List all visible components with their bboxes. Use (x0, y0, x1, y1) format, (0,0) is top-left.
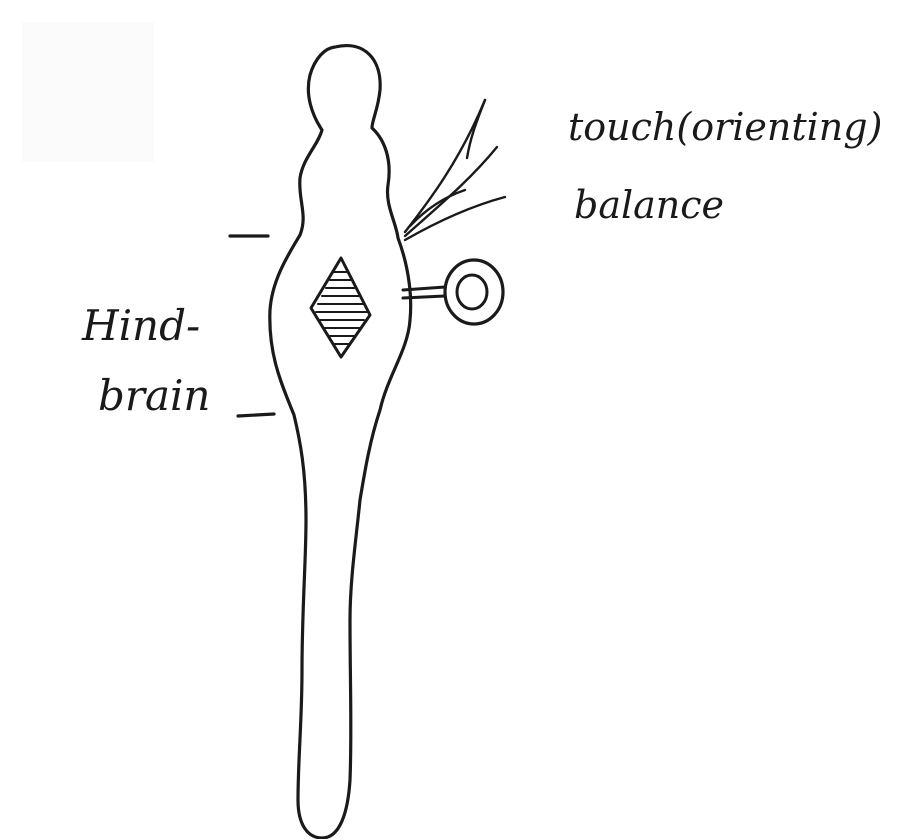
ear-outer-circle (445, 260, 503, 324)
ear-inner-circle (457, 275, 487, 309)
label-balance: balance (574, 183, 724, 227)
nerve-fibers (405, 100, 505, 240)
label-brain: brain (98, 371, 211, 420)
label-hind: Hind- (81, 301, 200, 350)
label-touch-orienting: touch(orienting) (568, 105, 882, 149)
brain-outline (270, 46, 411, 838)
paper-patch (22, 22, 154, 162)
diamond-hatching (316, 272, 368, 344)
hindbrain-bracket (230, 236, 274, 416)
